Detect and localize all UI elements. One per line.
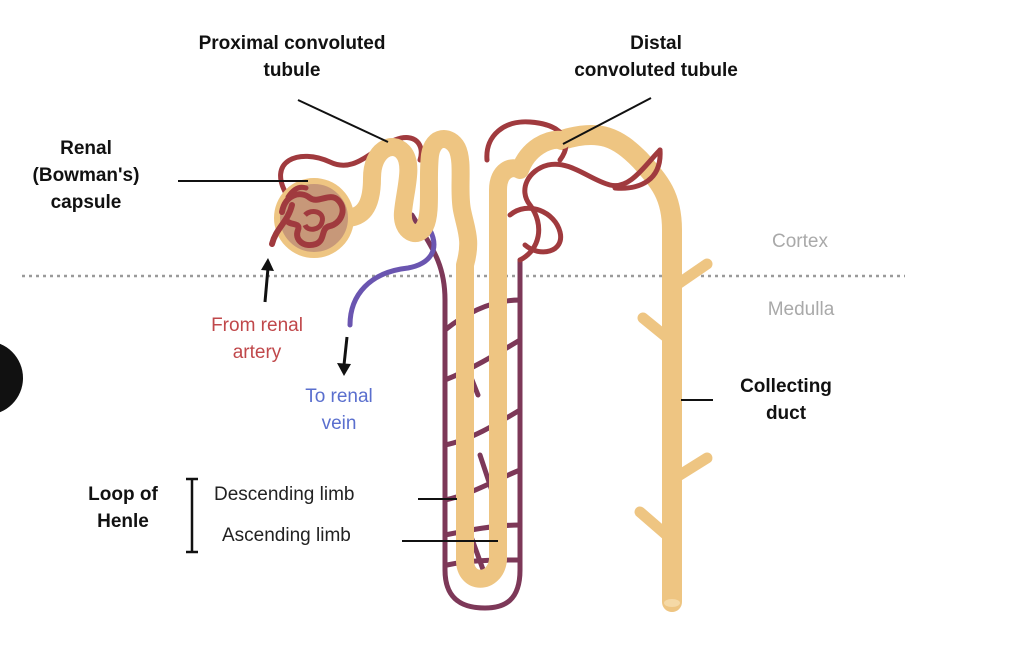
label-from-renal-artery: From renal artery (211, 315, 303, 363)
proximal-tubule (336, 130, 478, 569)
label-medulla: Medulla (767, 299, 835, 320)
arrow-from-artery-icon (261, 258, 274, 303)
renal-vein (347, 227, 437, 328)
label-ascending-limb: Ascending limb (222, 525, 351, 546)
label-proximal-tubule: Proximal convoluted tubule (198, 33, 386, 81)
loop-bracket (186, 477, 198, 554)
pointer-lines (178, 97, 713, 542)
label-distal-tubule: Distal convoluted tubule (574, 33, 738, 81)
label-to-renal-vein: To renal vein (305, 386, 373, 434)
dark-circle-icon[interactable] (0, 341, 23, 415)
label-collecting-duct: Collecting duct (740, 376, 832, 424)
label-renal-capsule: Renal (Bowman's) capsule (32, 138, 140, 213)
arrow-to-vein-icon (337, 336, 351, 376)
label-descending-limb: Descending limb (214, 484, 355, 505)
label-cortex: Cortex (772, 231, 828, 252)
label-loop-of-henle: Loop of Henle (88, 484, 158, 532)
bowmans-capsule (269, 178, 354, 258)
distal-tubule (456, 130, 571, 588)
collecting-duct (552, 124, 713, 612)
